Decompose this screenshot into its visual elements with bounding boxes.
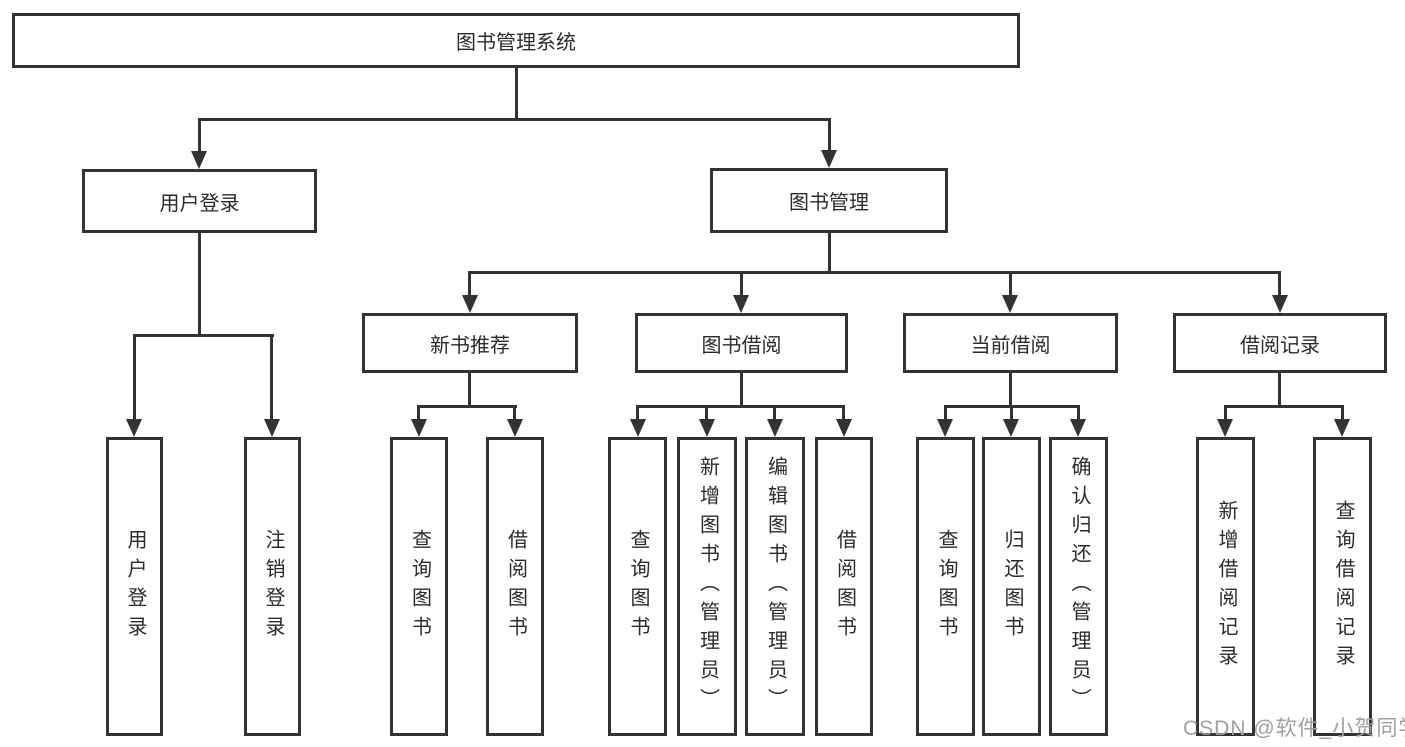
arrowhead-leaf-logout <box>264 419 280 437</box>
node-current-borrow: 当前借阅 <box>903 313 1118 373</box>
connector-arrow-new-book-rec-shaft <box>468 271 471 297</box>
node-new-book-rec-label: 新书推荐 <box>430 334 510 357</box>
arrowhead-borrow-book-2 <box>836 419 852 437</box>
connector-arrow-user-login-shaft <box>198 118 201 153</box>
arrowhead-query-book-1 <box>411 419 427 437</box>
arrowhead-book-borrow <box>733 295 749 313</box>
connector-current-borrow-stub <box>1009 373 1012 407</box>
arrowhead-query-book-3 <box>937 419 953 437</box>
leaf-borrow-book-2: 借阅图书 <box>815 437 873 736</box>
arrowhead-edit-book <box>767 419 783 437</box>
leaf-query-book-1: 查询图书 <box>390 437 448 736</box>
connector-arrow-edit-book-shaft <box>773 405 776 422</box>
arrowhead-borrow-records <box>1272 295 1288 313</box>
node-book-mgmt: 图书管理 <box>710 168 948 233</box>
leaf-add-record: 新增借阅记录 <box>1196 437 1255 736</box>
watermark-text: CSDN @软件_小贺同学 <box>1183 717 1405 740</box>
node-user-login: 用户登录 <box>82 169 317 233</box>
connector-arrow-borrow-records-shaft <box>1278 271 1281 297</box>
connector-arrow-return-book-shaft <box>1010 405 1013 422</box>
connector-arrow-add-book-shaft <box>705 405 708 422</box>
arrowhead-leaf-user-login <box>126 419 142 437</box>
connector-arrow-borrow-book-2-shaft <box>842 405 845 422</box>
leaf-add-book: 新增图书（管理员） <box>677 437 737 736</box>
connector-user-login-stub <box>198 233 201 336</box>
connector-root-stub <box>515 68 518 120</box>
leaf-return-book-label: 归还图书 <box>1001 528 1023 645</box>
leaf-logout-label: 注销登录 <box>262 528 284 645</box>
leaf-query-book-3-label: 查询图书 <box>935 528 957 645</box>
connector-arrow-borrow-book-1-shaft <box>513 405 516 422</box>
arrowhead-borrow-book-1 <box>507 419 523 437</box>
connector-arrow-add-record-shaft <box>1224 405 1227 422</box>
leaf-edit-book-label: 编辑图书（管理员） <box>764 456 787 717</box>
leaf-return-book: 归还图书 <box>982 437 1041 736</box>
leaf-logout: 注销登录 <box>244 437 301 736</box>
arrowhead-query-record <box>1334 419 1350 437</box>
leaf-query-book-3: 查询图书 <box>916 437 975 736</box>
node-new-book-rec: 新书推荐 <box>362 313 578 373</box>
arrowhead-new-book-rec <box>462 295 478 313</box>
node-borrow-records-label: 借阅记录 <box>1240 334 1320 357</box>
connector-borrow-records-hline <box>1224 405 1344 408</box>
leaf-query-record: 查询借阅记录 <box>1313 437 1372 736</box>
leaf-query-book-2-label: 查询图书 <box>627 528 649 645</box>
node-borrow-records: 借阅记录 <box>1173 313 1387 373</box>
connector-arrow-book-mgmt-shaft <box>828 118 831 152</box>
leaf-query-book-2: 查询图书 <box>608 437 667 736</box>
leaf-add-record-label: 新增借阅记录 <box>1215 499 1237 674</box>
leaf-add-book-label: 新增图书（管理员） <box>696 456 719 717</box>
connector-level3-hline <box>468 271 1281 274</box>
connector-arrow-leaf-user-login-shaft <box>133 334 136 422</box>
arrowhead-query-book-2 <box>630 419 646 437</box>
connector-arrow-query-book-2-shaft <box>636 405 639 422</box>
node-root-label: 图书管理系统 <box>456 32 576 54</box>
leaf-edit-book: 编辑图书（管理员） <box>745 437 805 736</box>
leaf-borrow-book-1: 借阅图书 <box>486 437 544 736</box>
connector-level2-hline <box>198 118 831 121</box>
node-book-borrow-label: 图书借阅 <box>701 334 782 357</box>
arrowhead-return-book <box>1003 419 1019 437</box>
connector-user-login-hline <box>133 334 274 337</box>
connector-arrow-query-book-1-shaft <box>417 405 420 422</box>
arrowhead-book-mgmt <box>821 150 837 168</box>
connector-book-borrow-stub <box>740 373 743 407</box>
connector-arrow-leaf-logout-shaft <box>270 334 273 422</box>
node-book-borrow: 图书借阅 <box>635 313 848 373</box>
leaf-user-login: 用户登录 <box>106 437 163 736</box>
connector-new-book-rec-hline <box>417 405 517 408</box>
node-root: 图书管理系统 <box>12 13 1020 68</box>
node-user-login-label: 用户登录 <box>159 192 240 215</box>
leaf-confirm-return-label: 确认归还（管理员） <box>1068 456 1090 717</box>
leaf-confirm-return: 确认归还（管理员） <box>1049 437 1108 736</box>
arrowhead-add-book <box>699 419 715 437</box>
leaf-query-record-label: 查询借阅记录 <box>1332 499 1354 674</box>
node-book-mgmt-label: 图书管理 <box>789 192 869 214</box>
connector-book-borrow-hline <box>636 405 844 408</box>
connector-arrow-current-borrow-shaft <box>1009 271 1012 297</box>
leaf-borrow-book-2-label: 借阅图书 <box>833 528 856 645</box>
arrowhead-user-login <box>191 151 207 169</box>
leaf-user-login-label: 用户登录 <box>124 528 146 645</box>
connector-arrow-query-record-shaft <box>1341 405 1344 422</box>
connector-arrow-confirm-return-shaft <box>1077 405 1080 422</box>
node-current-borrow-label: 当前借阅 <box>970 334 1051 357</box>
connector-arrow-book-borrow-shaft <box>740 271 743 297</box>
arrowhead-confirm-return <box>1070 419 1086 437</box>
arrowhead-current-borrow <box>1002 295 1018 313</box>
leaf-borrow-book-1-label: 借阅图书 <box>504 528 527 645</box>
arrowhead-add-record <box>1217 419 1233 437</box>
connector-borrow-records-stub <box>1278 373 1281 407</box>
connector-arrow-query-book-3-shaft <box>944 405 947 422</box>
leaf-query-book-1-label: 查询图书 <box>408 528 431 645</box>
connector-book-mgmt-stub <box>828 233 831 274</box>
connector-new-book-rec-stub <box>468 373 471 407</box>
